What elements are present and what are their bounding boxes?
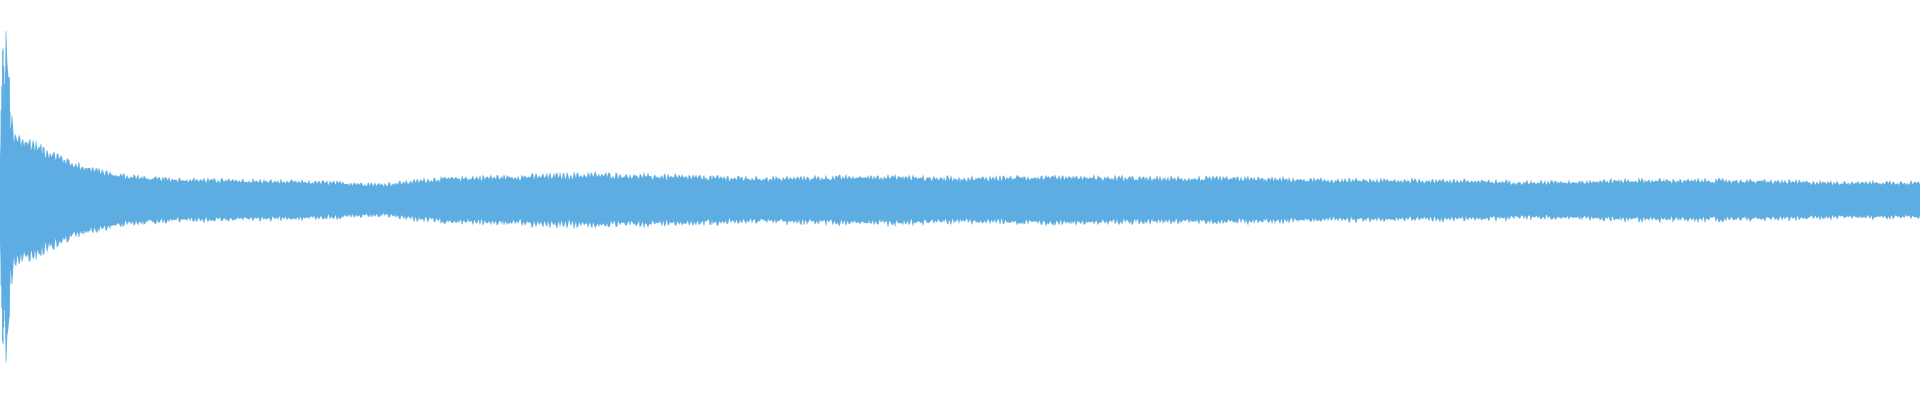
waveform-envelope xyxy=(0,31,1920,363)
